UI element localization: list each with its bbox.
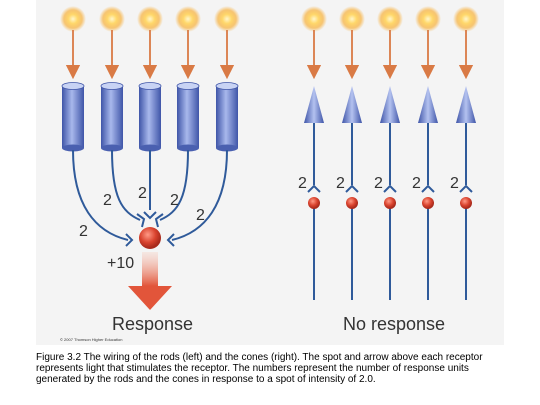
rod-synapse-terminals <box>125 211 175 247</box>
rod-light-arrows <box>65 30 235 80</box>
cone-wire <box>459 123 473 300</box>
no-response-label: No response <box>343 314 445 334</box>
cone-response-spots <box>308 197 472 209</box>
rod-wire <box>111 149 141 221</box>
cone-light-sources <box>301 6 479 32</box>
cone <box>342 86 362 123</box>
light-spot-icon <box>60 6 86 32</box>
light-spot-icon <box>301 6 327 32</box>
cone <box>380 86 400 123</box>
response-arrow <box>128 252 172 310</box>
rod-wire <box>171 149 228 241</box>
cone-wire <box>307 123 321 300</box>
light-spot-icon <box>137 6 163 32</box>
rod-weight-label: 2 <box>79 223 88 240</box>
rod-weight-label: 2 <box>196 207 205 224</box>
rod-wire <box>72 149 129 241</box>
cone-wire <box>421 123 435 300</box>
cone-response-spot <box>308 197 320 209</box>
bipolar-response-spot <box>139 227 161 249</box>
light-spot-icon <box>214 6 240 32</box>
cone-weight-label: 2 <box>412 175 421 192</box>
cone <box>456 86 476 123</box>
cone-weight-label: 2 <box>336 175 345 192</box>
rod-weight-label: 2 <box>170 192 179 209</box>
rod-weight-label: 2 <box>103 192 112 209</box>
cone-wire <box>383 123 397 300</box>
cones <box>304 86 476 123</box>
cone-response-spot <box>460 197 472 209</box>
light-spot-icon <box>175 6 201 32</box>
rod <box>215 82 239 152</box>
rod <box>100 82 124 152</box>
cone-weight-label: 2 <box>298 175 307 192</box>
light-spot-icon <box>453 6 479 32</box>
cone-wire <box>345 123 359 300</box>
cone-weight-label: 2 <box>374 175 383 192</box>
rods-cones-diagram: 2 2 2 2 2 +10 Response © 2007 Thomson Hi… <box>60 6 479 342</box>
cone <box>304 86 324 123</box>
total-response-label: +10 <box>107 255 134 272</box>
figure-panel <box>36 0 504 345</box>
rod <box>61 82 85 152</box>
cone-weight-label: 2 <box>450 175 459 192</box>
rod <box>138 82 162 152</box>
rod <box>176 82 200 152</box>
light-spot-icon <box>377 6 403 32</box>
rod-weight-label: 2 <box>138 185 147 202</box>
rod-wire <box>159 149 189 221</box>
copyright-label: © 2007 Thomson Higher Education <box>60 337 122 342</box>
light-spot-icon <box>339 6 365 32</box>
light-spot-icon <box>415 6 441 32</box>
rod-convergence-wires <box>72 149 228 241</box>
response-label: Response <box>112 314 193 334</box>
cone-light-arrows <box>306 30 474 80</box>
cone-response-spot <box>384 197 396 209</box>
figure-caption: Figure 3.2 The wiring of the rods (left)… <box>36 352 483 385</box>
cone-wires <box>307 123 473 300</box>
light-spot-icon <box>99 6 125 32</box>
rod-light-sources <box>60 6 240 32</box>
cone-response-spot <box>422 197 434 209</box>
cone <box>418 86 438 123</box>
cone-response-spot <box>346 197 358 209</box>
rods <box>61 82 239 152</box>
